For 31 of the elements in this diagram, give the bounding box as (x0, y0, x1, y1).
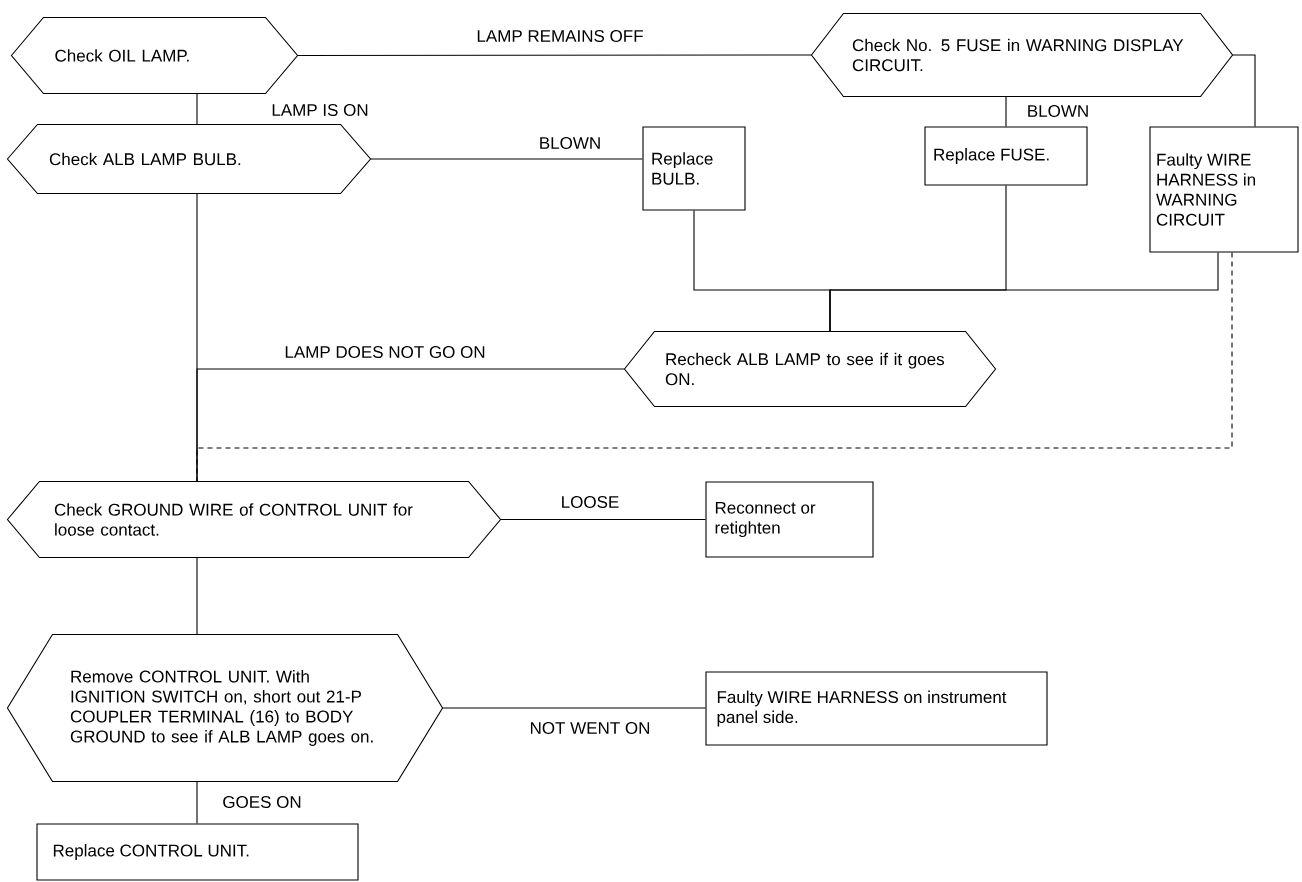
hexagon-box: Check GROUND WIRE of CONTROL UNIT for loose contact. (6, 480, 502, 559)
connector-line (442, 707, 706, 709)
hexagon-box: Check ALB LAMP BULB. (6, 123, 372, 195)
edge-label: GOES ON (221, 795, 303, 809)
hexagon-box: Check OIL LAMP. (10, 16, 299, 95)
process-box: Faulty WIRE HARNESS on instrument panel side. (705, 671, 1048, 746)
edge-label: LAMP IS ON (270, 103, 370, 117)
process-box: Faulty WIRE HARNESS in WARNING CIRCUIT (1149, 126, 1299, 253)
process-box: Replace FUSE. (924, 126, 1088, 186)
connector-line (1232, 54, 1256, 127)
hexagon-box: Remove CONTROL UNIT. With IGNITION SWITCH on, short out 21-P COUPLER TERMINAL (16) to BODY GROUND to see if ALB LAMP goes on. (6, 633, 444, 783)
connector-line (1005, 96, 1007, 127)
edge-label: LAMP DOES NOT GO ON (283, 345, 487, 359)
edge-label: BLOWN (1025, 104, 1091, 118)
edge-label: LOOSE (559, 495, 621, 509)
connector-line (196, 368, 625, 482)
connector-line (196, 93, 198, 125)
connector-line (829, 252, 1219, 332)
hexagon-box: Check No. 5 FUSE in WARNING DISPLAY CIRCUIT. (810, 12, 1234, 98)
edge-label: BLOWN (537, 136, 603, 150)
hexagon-box: Recheck ALB LAMP to see if it goes ON. (623, 330, 997, 408)
process-box: Replace BULB. (642, 126, 746, 211)
process-box: Replace CONTROL UNIT. (36, 823, 359, 881)
connector-line (196, 781, 198, 824)
connector-line (196, 557, 198, 635)
process-box: Reconnect or retighten (705, 481, 874, 558)
connector-line (500, 518, 706, 521)
connector-line (370, 158, 643, 160)
edge-label: LAMP REMAINS OFF (475, 29, 645, 43)
edge-label: NOT WENT ON (528, 721, 652, 735)
connector-line (297, 54, 812, 57)
